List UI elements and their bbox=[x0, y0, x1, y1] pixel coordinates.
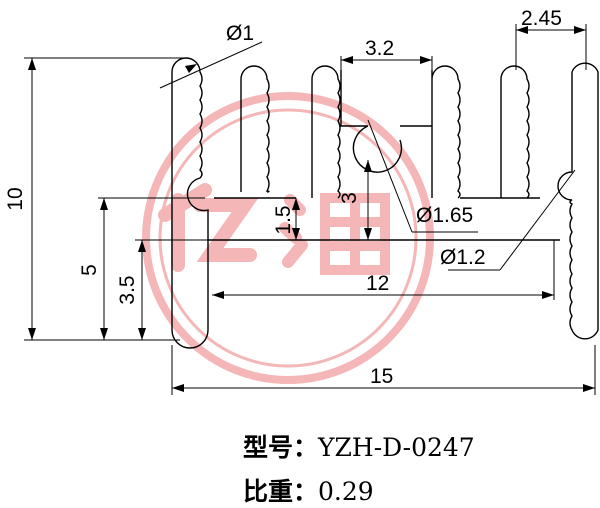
dimension-arrows bbox=[28, 26, 595, 392]
density-value: 0.29 bbox=[318, 477, 374, 506]
dim-height-base-outer: 5 bbox=[78, 264, 101, 276]
dim-fin-pitch: 2.45 bbox=[521, 7, 562, 30]
dim-height-step: 1.5 bbox=[272, 205, 295, 234]
dimension-lines bbox=[24, 24, 596, 395]
dim-width-total: 15 bbox=[370, 365, 393, 388]
model-value: YZH-D-0247 bbox=[318, 433, 475, 462]
dim-dia-slot-hole: Ø1.65 bbox=[416, 204, 473, 227]
dim-height-total: 10 bbox=[4, 187, 27, 210]
dim-height-slot: 3 bbox=[338, 192, 361, 204]
dim-fin-gap: 3.2 bbox=[365, 37, 394, 60]
dim-width-inner: 12 bbox=[366, 272, 389, 295]
watermark-logo bbox=[142, 92, 434, 384]
dim-dia-side-hole: Ø1.2 bbox=[440, 246, 486, 269]
model-label: 型号： bbox=[243, 433, 319, 462]
dim-height-base-inner: 3.5 bbox=[116, 275, 139, 304]
heatsink-profile-drawing: Ø1 3.2 2.45 10 5 3.5 1.5 3 Ø1.65 Ø1.2 12… bbox=[4, 7, 599, 395]
caption-density: 比重：0.29 bbox=[243, 472, 374, 508]
dim-dia-fin-tip: Ø1 bbox=[226, 22, 254, 45]
caption-model: 型号：YZH-D-0247 bbox=[243, 428, 475, 464]
density-label: 比重： bbox=[243, 477, 319, 506]
